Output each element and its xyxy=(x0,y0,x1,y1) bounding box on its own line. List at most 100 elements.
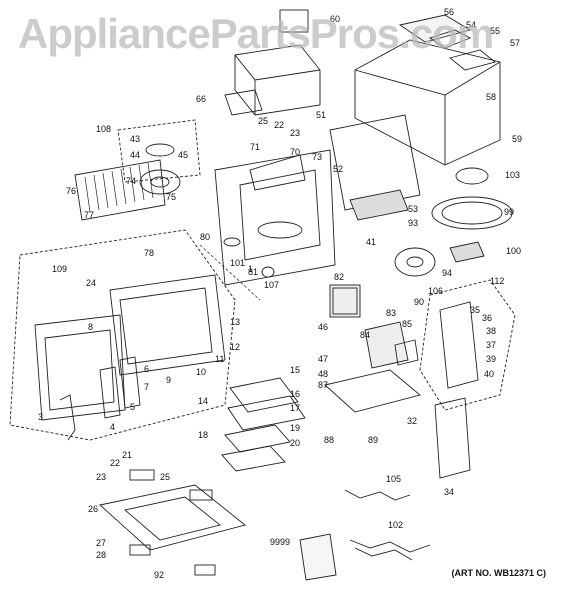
part-label-70: 70 xyxy=(290,147,300,157)
part-label-99: 99 xyxy=(504,207,514,217)
duct-assembly-part xyxy=(234,44,321,116)
part-label-32: 32 xyxy=(407,416,417,426)
part-label-11: 11 xyxy=(215,354,224,364)
stirrer-74-part xyxy=(139,169,181,195)
part-label-112: 112 xyxy=(490,276,504,286)
part-label-8: 8 xyxy=(88,322,93,332)
part-label-106: 106 xyxy=(428,286,443,296)
part-label-7: 7 xyxy=(144,382,149,392)
door-frame-inner xyxy=(119,287,213,365)
part-label-107: 107 xyxy=(264,280,279,290)
part-label-108: 108 xyxy=(96,124,111,134)
part-label-9999: 9999 xyxy=(270,537,290,547)
part-label-34: 34 xyxy=(444,487,454,497)
part-label-109: 109 xyxy=(52,264,67,274)
part-label-10: 10 xyxy=(196,367,206,377)
part-label-105: 105 xyxy=(386,474,401,484)
part-label-37: 37 xyxy=(486,340,496,350)
magnetron-82-part xyxy=(329,284,361,318)
interlock-group-box xyxy=(419,279,516,411)
outer-case-part xyxy=(354,39,501,166)
trim-4-part xyxy=(99,366,121,419)
motor-81-part xyxy=(261,266,275,278)
part-label-26: 26 xyxy=(88,504,98,514)
leader-107 xyxy=(199,244,261,301)
vent-slot xyxy=(84,176,91,213)
part-label-51: 51 xyxy=(316,110,326,120)
part-label-58: 58 xyxy=(486,92,496,102)
part-label-74: 74 xyxy=(126,176,136,186)
roller-ring-103-part xyxy=(455,167,489,185)
part-label-78: 78 xyxy=(144,248,154,258)
base-frame-part xyxy=(99,484,246,551)
frame-52-part xyxy=(329,114,421,211)
part-label-9: 9 xyxy=(166,375,171,385)
part-label-55: 55 xyxy=(490,26,500,36)
door-window-part xyxy=(44,329,115,411)
part-label-60: 60 xyxy=(330,14,340,24)
filter-28-part xyxy=(129,544,151,556)
part-label-57: 57 xyxy=(510,38,520,48)
harness-102-part xyxy=(354,547,413,561)
part-label-27: 27 xyxy=(96,538,106,548)
part-label-94: 94 xyxy=(442,268,452,278)
turntable-99-part xyxy=(431,196,513,230)
fan-hub xyxy=(406,256,424,268)
part-label-39: 39 xyxy=(486,354,496,364)
part-label-40: 40 xyxy=(484,369,494,379)
filter-92-part xyxy=(194,564,216,576)
interlock-bracket-part xyxy=(439,301,479,389)
vent-slot xyxy=(147,162,154,199)
part-label-84: 84 xyxy=(360,330,370,340)
filter-25-part xyxy=(189,489,213,501)
part-label-18: 18 xyxy=(198,430,208,440)
part-label-101: 101 xyxy=(230,258,245,268)
control-group-box xyxy=(117,119,201,183)
duct-edge xyxy=(234,54,321,81)
part-label-28: 28 xyxy=(96,550,106,560)
part-label-85: 85 xyxy=(402,319,412,329)
part-label-17: 17 xyxy=(290,403,300,413)
turntable-drive xyxy=(257,221,303,239)
plate-56-part xyxy=(428,29,472,49)
part-label-90: 90 xyxy=(414,297,424,307)
board-15-part xyxy=(229,377,299,413)
vent-slot xyxy=(93,174,100,211)
cavity-top-plate xyxy=(249,154,306,191)
bracket-34-part xyxy=(434,397,471,479)
door-handle-3-part xyxy=(59,394,76,441)
vent-slot xyxy=(111,170,118,207)
vent-slot xyxy=(129,166,136,203)
part-label-15: 15 xyxy=(290,365,300,375)
part-label-103: 103 xyxy=(505,170,520,180)
part-label-22: 22 xyxy=(110,458,120,468)
harness-102-part xyxy=(349,539,431,553)
part-label-89: 89 xyxy=(368,435,378,445)
part-label-38: 38 xyxy=(486,326,496,336)
part-label-87: 87 xyxy=(318,380,328,390)
part-label-43: 43 xyxy=(130,134,140,144)
part-label-53: 53 xyxy=(408,204,418,214)
board-19-part xyxy=(224,424,291,453)
part-label-44: 44 xyxy=(130,150,140,160)
fan-motor-part xyxy=(279,9,309,33)
part-label-82: 82 xyxy=(334,272,344,282)
part-label-47: 47 xyxy=(318,354,328,364)
board-17-part xyxy=(227,395,306,431)
part-label-4: 4 xyxy=(110,422,115,432)
part-label-25: 25 xyxy=(258,116,268,126)
filter-21-part xyxy=(129,469,155,481)
manual-9999-part xyxy=(299,533,337,581)
part-label-22: 22 xyxy=(274,120,284,130)
part-label-75: 75 xyxy=(166,192,176,202)
fan-94-part xyxy=(394,247,436,277)
part-label-92: 92 xyxy=(154,570,164,580)
base-plate-89-part xyxy=(324,369,421,413)
vent-grille-part xyxy=(74,159,166,221)
part-label-46: 46 xyxy=(318,322,328,332)
coupler-80-part xyxy=(223,237,241,247)
grille-66-part xyxy=(224,89,263,116)
part-label-102: 102 xyxy=(388,520,403,530)
